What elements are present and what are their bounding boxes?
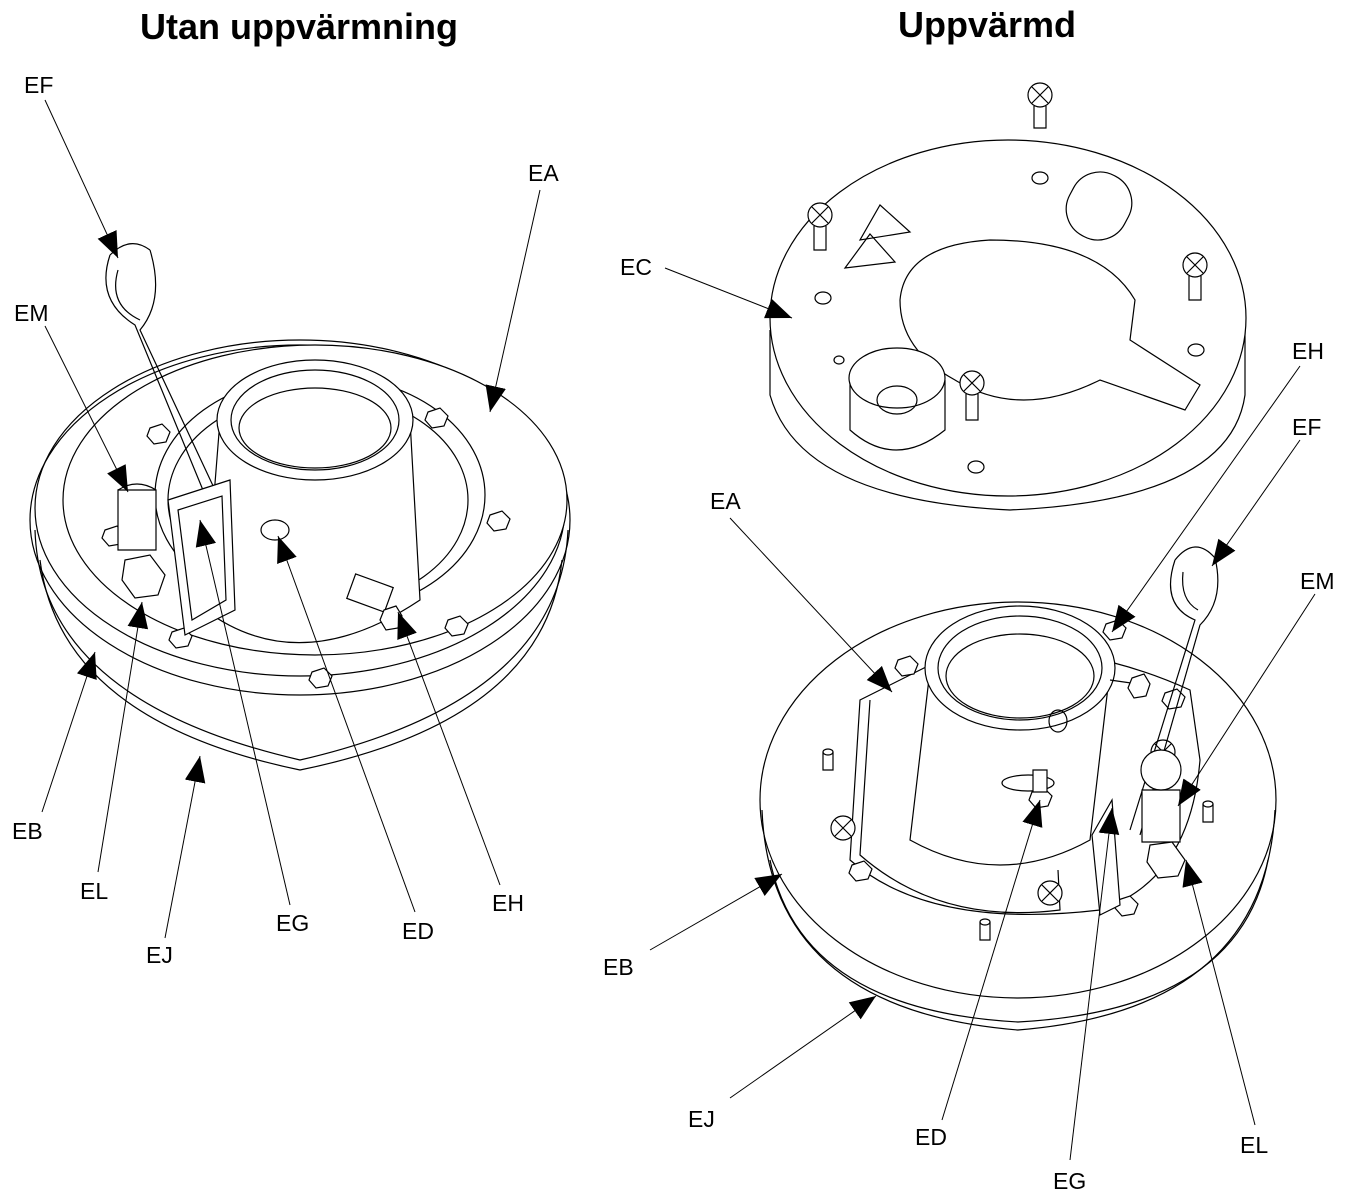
leader-left-EB [42, 652, 97, 812]
label-right-ED: ED [915, 1124, 947, 1150]
right-view-title: Uppvärmd [898, 4, 1077, 45]
leader-left-EH [397, 612, 500, 885]
label-right-EJ: EJ [688, 1106, 715, 1132]
label-left-EH: EH [492, 890, 524, 916]
label-right-EG: EG [1053, 1168, 1087, 1194]
leader-left-EG [195, 520, 290, 905]
label-right-EF: EF [1292, 414, 1322, 440]
label-left-EB: EB [12, 818, 43, 844]
label-right-EH: EH [1292, 338, 1324, 364]
label-left-EM: EM [14, 300, 49, 326]
leader-right-EA [730, 518, 892, 692]
leader-right-EM [1178, 594, 1315, 806]
label-right-EB: EB [603, 954, 634, 980]
leader-left-EL [98, 602, 149, 872]
leader-right-EJ [730, 996, 876, 1098]
label-left-EA: EA [528, 160, 559, 186]
leader-right-EH [1112, 366, 1300, 632]
left-assembly-drawing [30, 244, 570, 770]
left-view-title: Utan uppvärmning [140, 6, 459, 47]
label-right-EA: EA [710, 488, 741, 514]
leader-right-EC [665, 268, 792, 318]
right-cover-screws [808, 83, 1207, 420]
label-right-EL: EL [1240, 1132, 1269, 1158]
right-assembly-drawing [760, 547, 1276, 1030]
label-left-ED: ED [402, 918, 434, 944]
leader-right-ED [942, 800, 1043, 1120]
leader-right-EB [650, 874, 782, 950]
label-left-EG: EG [276, 910, 310, 936]
leader-left-EA [485, 190, 540, 412]
label-left-EF: EF [24, 72, 54, 98]
leader-right-EF [1212, 440, 1300, 566]
leader-left-EM [45, 326, 128, 492]
leader-left-EJ [165, 756, 206, 938]
leader-lines [42, 100, 1315, 1160]
label-left-EL: EL [80, 878, 109, 904]
label-right-EC: EC [620, 254, 652, 280]
right-cover-plate-drawing [770, 83, 1246, 510]
leader-left-EF [45, 100, 118, 258]
leader-left-ED [277, 536, 415, 912]
right-flange-fasteners [823, 620, 1213, 940]
label-right-EM: EM [1300, 568, 1335, 594]
leader-right-EL [1182, 860, 1255, 1125]
label-left-EJ: EJ [146, 942, 173, 968]
leader-right-EG [1070, 808, 1120, 1160]
